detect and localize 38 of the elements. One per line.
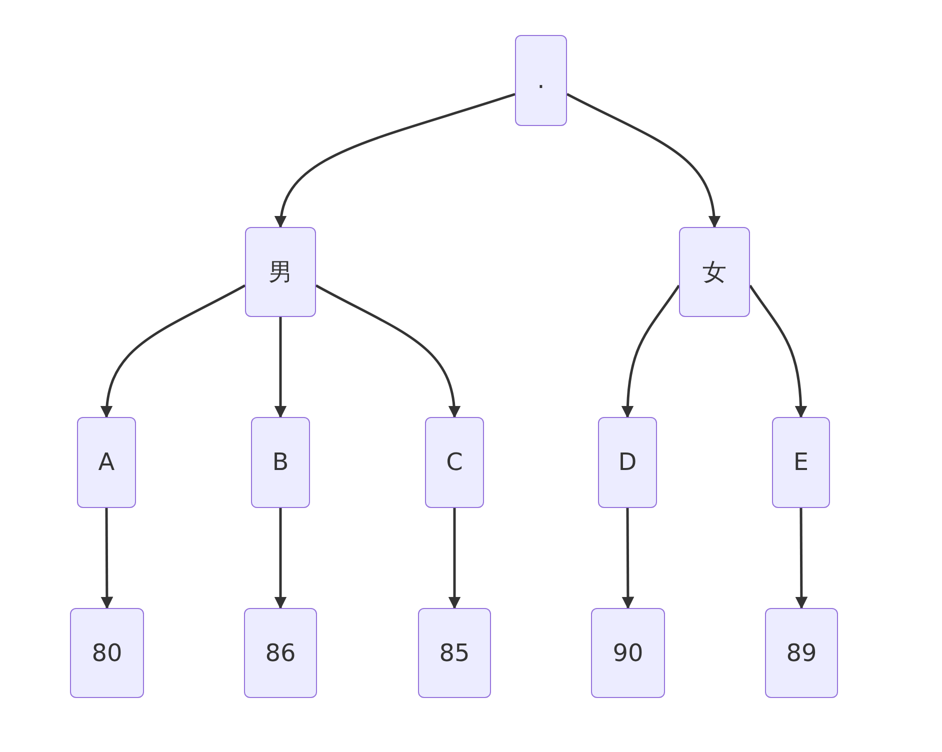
node-label: E (793, 448, 809, 477)
arrow (448, 508, 461, 610)
node-label: 89 (786, 638, 817, 668)
tree-node-box (765, 608, 838, 698)
tree-node-box (679, 227, 750, 317)
node-label: C (446, 448, 463, 477)
tree-node-box (515, 35, 567, 126)
node-label: 男 (268, 258, 292, 286)
arrow (622, 284, 680, 418)
node-label: A (98, 448, 115, 477)
tree-node-box (244, 608, 317, 698)
node-label: 86 (265, 638, 296, 668)
node-label: 80 (92, 638, 122, 668)
tree-node-box (772, 417, 830, 508)
tree-node-box (245, 227, 316, 317)
node-label: . (537, 66, 545, 95)
arrow (276, 92, 516, 228)
arrow (101, 284, 246, 418)
tree-node-box (591, 608, 665, 698)
arrow (748, 284, 807, 418)
arrow (622, 508, 634, 610)
node-label: 女 (702, 258, 726, 286)
tree-node-box (251, 417, 310, 508)
arrow (100, 508, 114, 610)
arrow (566, 93, 720, 228)
tree-node-box (598, 417, 657, 508)
arrow (274, 508, 287, 610)
node-label: 90 (612, 638, 644, 668)
tree-node-box (77, 417, 136, 508)
node-label: D (618, 448, 637, 477)
tree-node-box (425, 417, 484, 508)
arrow (315, 284, 460, 418)
node-label: 85 (439, 638, 470, 668)
tree-node-box (70, 608, 144, 698)
tree-node-box (418, 608, 491, 698)
arrow (795, 508, 808, 610)
arrow (274, 317, 287, 418)
node-label: B (272, 448, 289, 477)
